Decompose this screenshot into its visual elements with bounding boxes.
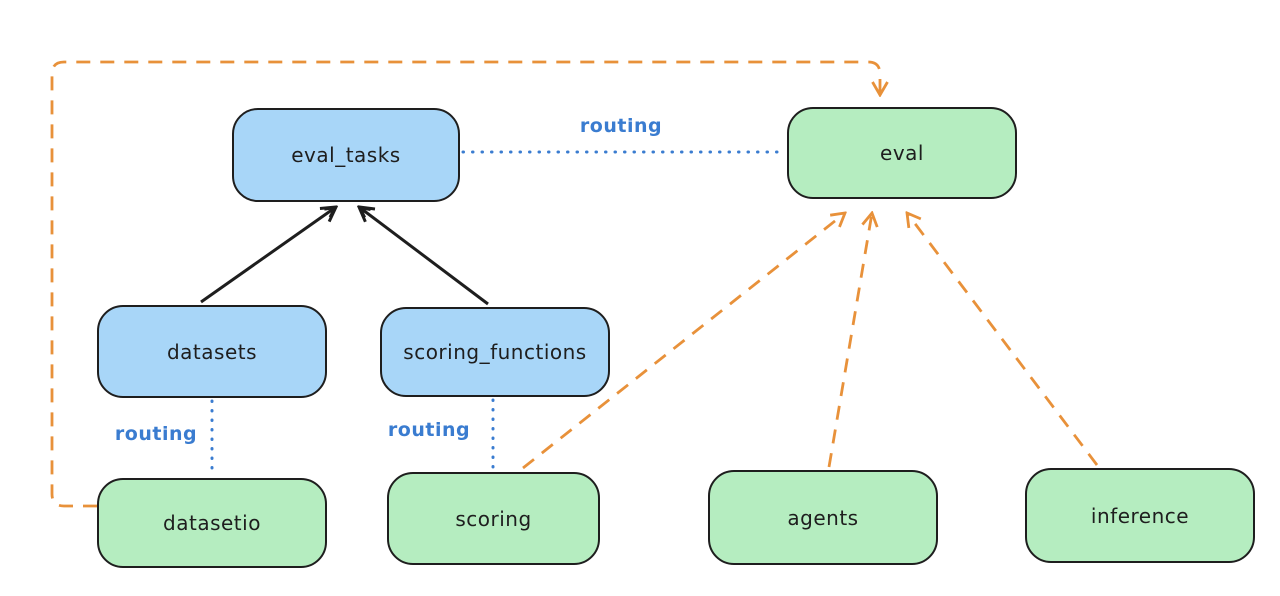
node-agents-label: agents	[787, 505, 859, 530]
node-datasetio: datasetio	[97, 478, 327, 568]
edge-inference-to-eval	[907, 213, 1099, 466]
edge-label-routing-datasets-datasetio: routing	[114, 423, 198, 445]
node-datasets-label: datasets	[166, 339, 258, 364]
node-scoring-functions: scoring_functions	[380, 307, 610, 397]
node-scoring-functions-label: scoring_functions	[403, 340, 587, 364]
node-agents: agents	[708, 470, 938, 565]
edge-datasets-to-eval-tasks	[200, 207, 336, 304]
node-scoring: scoring	[387, 472, 600, 565]
node-eval-label: eval	[880, 141, 924, 165]
node-inference-label: inference	[1090, 503, 1190, 528]
edge-label-routing-eval-tasks-eval: routing	[579, 115, 663, 137]
node-inference: inference	[1025, 468, 1255, 563]
edge-label-routing-scoring-functions-scoring: routing	[387, 419, 471, 441]
node-eval-tasks-label: eval_tasks	[291, 143, 401, 167]
node-datasetio-label: datasetio	[163, 511, 261, 535]
node-scoring-label: scoring	[455, 506, 532, 531]
node-eval-tasks: eval_tasks	[232, 108, 460, 202]
node-datasets: datasets	[97, 305, 327, 398]
edge-agents-to-eval	[827, 213, 872, 468]
edge-scoring-to-eval	[522, 213, 845, 470]
node-eval: eval	[787, 107, 1017, 199]
edge-datasetio-to-eval	[50, 60, 880, 508]
edge-scoring-functions-to-eval-tasks	[359, 207, 489, 306]
